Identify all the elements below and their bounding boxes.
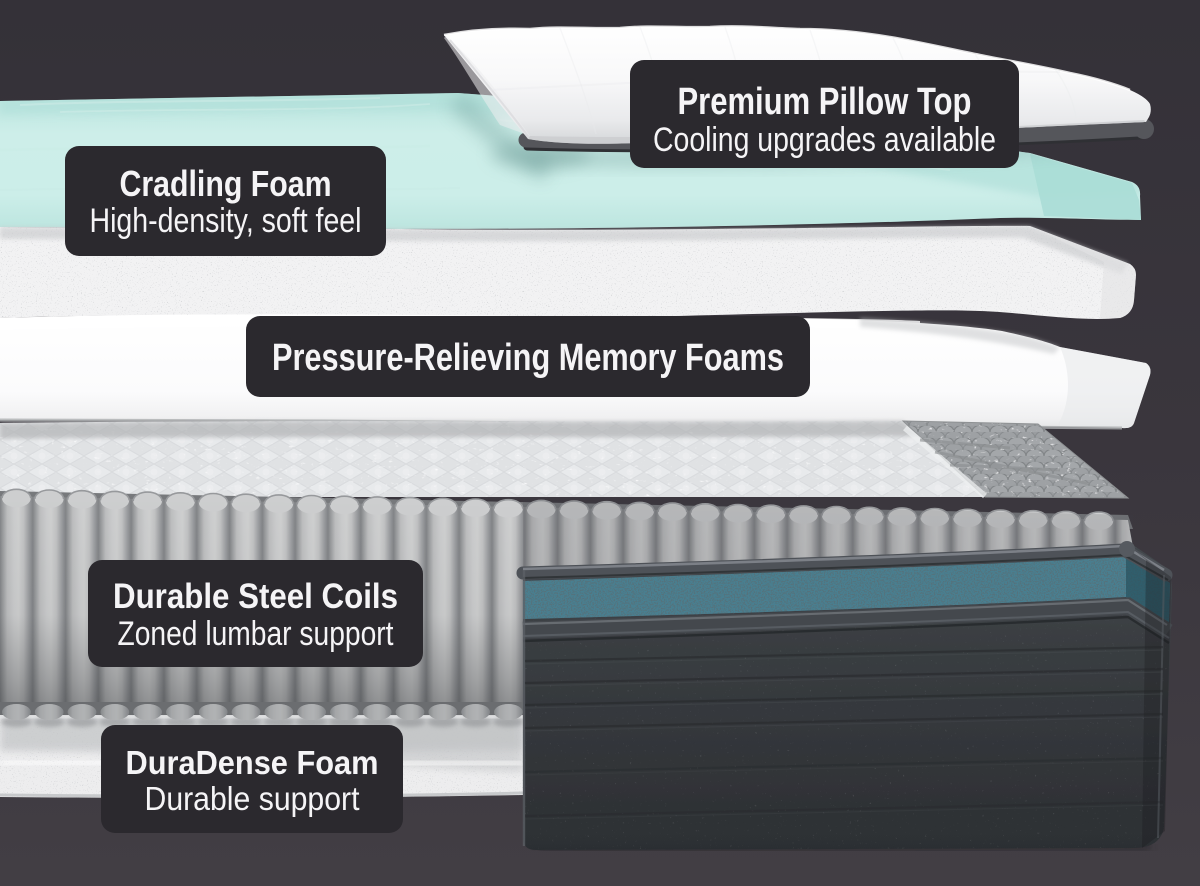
svg-text:Durable support: Durable support — [145, 780, 360, 817]
svg-text:Durable Steel Coils: Durable Steel Coils — [113, 577, 398, 616]
svg-text:Cooling upgrades available: Cooling upgrades available — [653, 121, 996, 159]
svg-text:Zoned lumbar support: Zoned lumbar support — [118, 615, 394, 653]
svg-text:Premium Pillow Top: Premium Pillow Top — [678, 81, 972, 123]
svg-text:High-density, soft feel: High-density, soft feel — [90, 202, 362, 240]
svg-text:Pressure-Relieving Memory Foam: Pressure-Relieving Memory Foams — [272, 337, 784, 379]
svg-text:DuraDense Foam: DuraDense Foam — [126, 744, 379, 781]
svg-text:Cradling Foam: Cradling Foam — [120, 163, 332, 204]
